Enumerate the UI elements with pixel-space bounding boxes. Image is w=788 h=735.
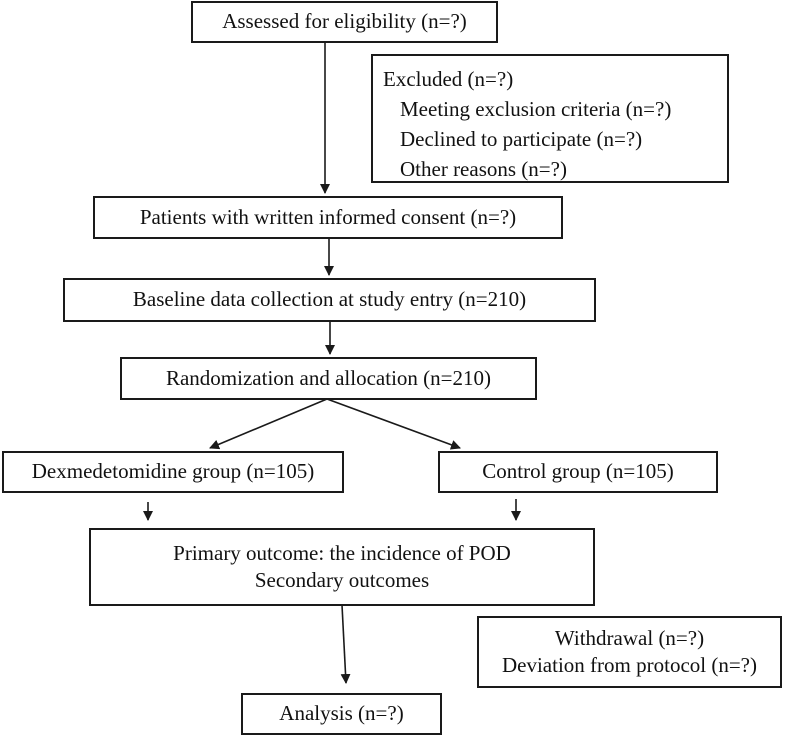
control-group-box: Control group (n=105)	[438, 451, 718, 493]
withdrawal-label: Withdrawal (n=?)	[554, 625, 705, 650]
analysis-label: Analysis (n=?)	[279, 701, 404, 726]
excluded-item-exclusion-criteria: Meeting exclusion criteria (n=?)	[400, 97, 672, 121]
dexmedetomidine-group-box: Dexmedetomidine group (n=105)	[2, 451, 344, 493]
arrow-randomization-to-control	[326, 398, 461, 450]
arrow-randomization-to-dex	[209, 398, 328, 450]
assessed-label: Assessed for eligibility (n=?)	[222, 9, 467, 34]
assessed-box: Assessed for eligibility (n=?)	[191, 1, 498, 43]
secondary-outcomes-label: Secondary outcomes	[254, 568, 430, 592]
randomization-label: Randomization and allocation (n=210)	[165, 365, 491, 390]
primary-outcome-label: Primary outcome: the incidence of POD	[173, 540, 511, 565]
excluded-item-declined: Declined to participate (n=?)	[400, 127, 643, 151]
outcomes-box: Primary outcome: the incidence of POD Se…	[89, 528, 595, 606]
excluded-title: Excluded (n=?)	[383, 67, 514, 91]
arrow-outcomes-to-analysis	[340, 604, 351, 684]
excluded-box: Excluded (n=?) Meeting exclusion criteri…	[371, 54, 729, 183]
consent-box: Patients with written informed consent (…	[93, 196, 563, 239]
baseline-label: Baseline data collection at study entry …	[132, 287, 527, 312]
baseline-box: Baseline data collection at study entry …	[63, 278, 596, 322]
randomization-box: Randomization and allocation (n=210)	[120, 357, 537, 400]
control-group-label: Control group (n=105)	[482, 459, 674, 484]
withdrawal-box: Withdrawal (n=?) Deviation from protocol…	[477, 616, 782, 688]
consent-label: Patients with written informed consent (…	[139, 204, 517, 229]
analysis-box: Analysis (n=?)	[241, 693, 442, 735]
deviation-label: Deviation from protocol (n=?)	[501, 653, 757, 677]
excluded-item-other: Other reasons (n=?)	[400, 157, 567, 181]
dexmedetomidine-group-label: Dexmedetomidine group (n=105)	[31, 459, 315, 484]
